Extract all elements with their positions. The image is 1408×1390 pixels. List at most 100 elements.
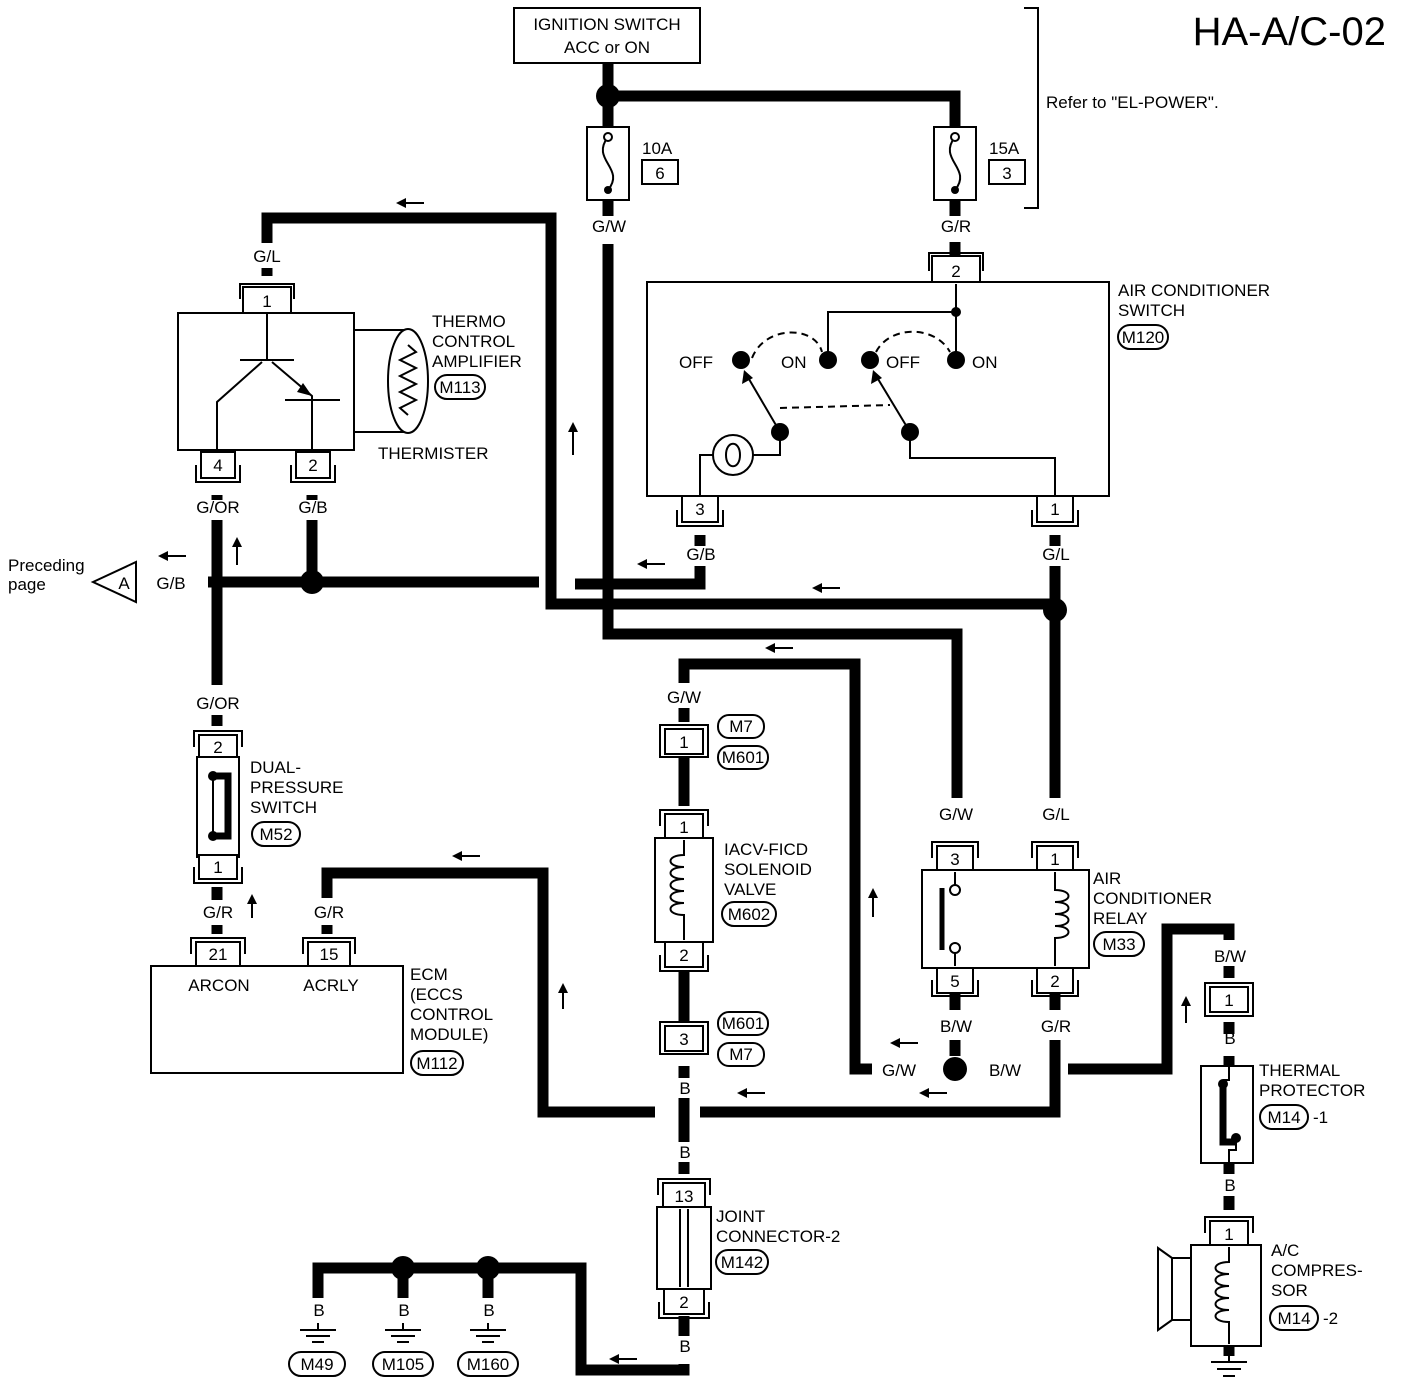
dps-connector: M52 <box>259 825 292 844</box>
arrow-left-9 <box>737 1088 765 1098</box>
wire-label-gb-3: G/B <box>156 574 185 593</box>
wire-label-gor-1: G/OR <box>196 498 239 517</box>
ecm-pin-21: 21 <box>209 945 228 964</box>
thermal-protector: 1 THERMAL PROTECTOR M14 -1 <box>1200 982 1365 1164</box>
acsw-pin-2: 2 <box>951 262 960 281</box>
thermo-label-2: CONTROL <box>432 332 515 351</box>
jc-label-2: CONNECTOR-2 <box>716 1227 840 1246</box>
arrow-left-1 <box>396 198 424 208</box>
ground-m105: M105 <box>372 1323 434 1377</box>
wire-label-gb-2: G/B <box>686 545 715 564</box>
ecm-label-4: MODULE) <box>410 1025 488 1044</box>
comp-label-3: SOR <box>1271 1281 1308 1300</box>
acsw-on-2: ON <box>972 353 998 372</box>
wires <box>208 63 1235 1376</box>
fuse-15a-rating: 15A <box>989 139 1020 158</box>
iacv-label-2: SOLENOID <box>724 860 812 879</box>
tp-suffix: -1 <box>1313 1108 1328 1127</box>
ac-compressor: 1 A/C COMPRES- SOR M14 -2 <box>1157 1216 1363 1377</box>
wire-label-gl-1: G/L <box>253 247 280 266</box>
ecm-pin-arcon: ARCON <box>188 976 249 995</box>
ecm-label-2: (ECCS <box>410 985 463 1004</box>
relay-label-2: CONDITIONER <box>1093 889 1212 908</box>
tp-connector: M14 <box>1267 1108 1300 1127</box>
diagram-title: HA-A/C-02 <box>1193 10 1386 54</box>
inline-m7-top: M7 <box>729 717 753 736</box>
comp-pin-1: 1 <box>1224 1225 1233 1244</box>
relay-connector: M33 <box>1102 935 1135 954</box>
iacv-inline-pin-1: 1 <box>679 733 688 752</box>
offpage-line1: Preceding <box>8 556 85 575</box>
preceding-page-connector: A Preceding page <box>8 556 137 604</box>
ground-m49-label: M49 <box>300 1355 333 1374</box>
dps-pin-2: 2 <box>213 738 222 757</box>
acsw-on-1: ON <box>781 353 807 372</box>
wire-label-gr-4: G/R <box>1041 1017 1071 1036</box>
air-conditioner-switch: 2 OFF ON OFF ON 3 1 AIR CONDITIONER SW <box>646 252 1270 527</box>
tp-pin-1: 1 <box>1224 991 1233 1010</box>
jc-label-1: JOINT <box>716 1207 765 1226</box>
relay-pin-5: 5 <box>950 972 959 991</box>
inline-m601-bottom: M601 <box>722 1014 765 1033</box>
splice-dots <box>300 84 1067 1280</box>
ground-m49: M49 <box>288 1323 346 1377</box>
current-flow-arrows <box>158 198 1191 1364</box>
offpage-letter: A <box>118 574 130 593</box>
wire-label-gor-2: G/OR <box>196 694 239 713</box>
ecm-connector: M112 <box>416 1054 457 1073</box>
arrow-left-5 <box>765 643 793 653</box>
arrow-up-2 <box>232 537 242 565</box>
fuse-15a-number: 3 <box>1002 164 1011 183</box>
wire-label-gl-2: G/L <box>1042 545 1069 564</box>
comp-label-1: A/C <box>1271 1241 1299 1260</box>
wire-label-b-1: B <box>1224 1029 1235 1048</box>
acsw-off-2: OFF <box>886 353 920 372</box>
dps-label-2: PRESSURE <box>250 778 344 797</box>
jc-pin-13: 13 <box>675 1187 694 1206</box>
fuse-10a-number: 6 <box>655 164 664 183</box>
iacv-solenoid-valve: 1 M7 M601 1 2 IACV-FICD SOLENOID VALVE M… <box>654 714 812 1067</box>
wire-label-gw-2: G/W <box>667 688 701 707</box>
arrow-up-4 <box>247 894 257 918</box>
iacv-label-1: IACV-FICD <box>724 840 808 859</box>
wire-label-bw-2: B/W <box>940 1017 972 1036</box>
ecm-pin-acrly: ACRLY <box>303 976 358 995</box>
acsw-pin-3: 3 <box>695 500 704 519</box>
offpage-line2: page <box>8 575 46 594</box>
ignition-switch-mode: ACC or ON <box>564 38 650 57</box>
wire-label-b-4: B <box>1224 1176 1235 1195</box>
ecm-label-1: ECM <box>410 965 448 984</box>
arrow-up-5 <box>558 983 568 1009</box>
ecm-label-3: CONTROL <box>410 1005 493 1024</box>
wire-label-bw-3: B/W <box>989 1061 1021 1080</box>
acsw-label-1: AIR CONDITIONER <box>1118 281 1270 300</box>
wire-label-b-7: B <box>483 1301 494 1320</box>
dual-pressure-switch: 2 1 DUAL- PRESSURE SWITCH M52 <box>193 730 344 884</box>
arrow-up-3 <box>868 888 878 917</box>
ground-m160-label: M160 <box>467 1355 510 1374</box>
wire-label-b-5: B <box>313 1301 324 1320</box>
wire-color-labels: G/W G/R G/L G/OR G/B G/B G/L G/B G/OR G/… <box>156 217 1246 1356</box>
arrow-left-8 <box>919 1088 947 1098</box>
arrow-left-4 <box>812 583 840 593</box>
ignition-switch-label: IGNITION SWITCH <box>533 15 680 34</box>
wire-label-gw-1: G/W <box>592 217 626 236</box>
fuse-10a-rating: 10A <box>642 139 673 158</box>
thermo-connector: M113 <box>439 378 480 397</box>
jc-connector: M142 <box>721 1253 764 1272</box>
iacv-connector: M602 <box>728 905 771 924</box>
relay-label-3: RELAY <box>1093 909 1148 928</box>
wire-label-gl-3: G/L <box>1042 805 1069 824</box>
wire-label-gb-1: G/B <box>298 498 327 517</box>
iacv-pin-2: 2 <box>679 946 688 965</box>
comp-label-2: COMPRES- <box>1271 1261 1363 1280</box>
wire-label-gr-2: G/R <box>203 903 233 922</box>
fuse-15a: 15A 3 <box>933 126 1026 201</box>
iacv-label-3: VALVE <box>724 880 776 899</box>
arrow-left-7 <box>890 1038 918 1048</box>
relay-pin-1: 1 <box>1050 850 1059 869</box>
comp-suffix: -2 <box>1323 1309 1338 1328</box>
iacv-inline-pin-3: 3 <box>679 1030 688 1049</box>
el-power-note: Refer to "EL-POWER". <box>1046 93 1219 112</box>
